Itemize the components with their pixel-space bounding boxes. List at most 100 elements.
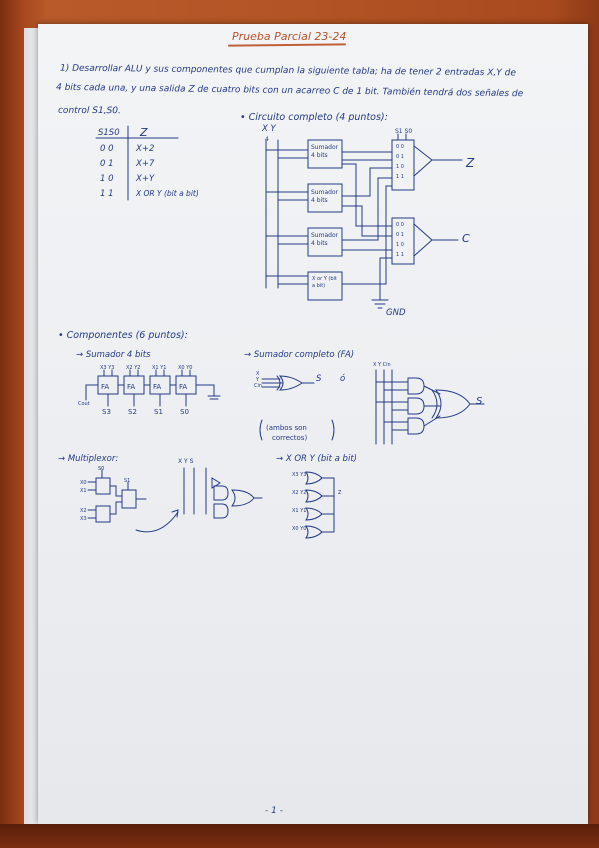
xor-input-label: X2 Y2 (292, 490, 307, 496)
adder-gnd (207, 395, 221, 400)
mux-right-labels: X Y S (178, 458, 194, 465)
table-header-out: Z (140, 126, 148, 139)
mux-z (391, 139, 415, 191)
xor-heading: → X OR Y (bit a bit) (276, 454, 357, 464)
mux-heading: → Multiplexor: (58, 454, 119, 464)
mux-c-tail (413, 223, 433, 257)
wire-adder-1 (265, 149, 309, 159)
fa-input-bus (375, 369, 393, 445)
mux-input-label: 0 0 (396, 144, 404, 150)
mux-input-label: X2 (80, 508, 87, 514)
wire-adder-2 (265, 191, 309, 201)
table-row-out: X+Y (136, 174, 155, 184)
adder-input-label: X3 Y3 (100, 365, 115, 371)
wire-to-mux-z (341, 151, 393, 161)
adder-input-label: X2 Y2 (126, 365, 141, 371)
mux-input-label: X1 (80, 488, 87, 494)
xor-input-label: X0 Y0 (292, 526, 307, 532)
table-row-out: X+2 (136, 144, 155, 154)
table-row-sel: 0 1 (100, 159, 114, 169)
wire-to-mux-c (341, 163, 393, 227)
fa-input-label: Y (256, 377, 260, 383)
components-heading: • Componentes (6 puntos): (58, 330, 188, 341)
fa-label: FA (101, 383, 110, 391)
mux-or (231, 489, 255, 507)
mux-sel-wires (101, 469, 129, 491)
xor-output-label: Z (338, 490, 342, 496)
mux-block (95, 505, 111, 523)
table-row-out: X+7 (136, 159, 155, 169)
carry-chain (117, 384, 215, 397)
table-row-sel: 1 0 (100, 174, 114, 184)
mux-block (121, 489, 137, 509)
or-block (307, 271, 343, 301)
note-bracket-right (331, 419, 335, 441)
mux-sel-label: S1 (124, 478, 131, 484)
or-output-bus (321, 477, 335, 533)
and-gate (407, 417, 425, 435)
fa-input-label: Cin (254, 383, 263, 389)
and-input-wires (375, 381, 409, 431)
fa-box-3 (149, 375, 171, 395)
note-bracket-left (259, 419, 263, 441)
table-row-sel: 1 1 (100, 189, 114, 199)
page-title: Prueba Parcial 23-24 (232, 30, 347, 43)
output-z-label: Z (466, 156, 475, 170)
adder-input-wires (103, 369, 191, 377)
circuit-sel-label: S1 S0 (395, 128, 413, 135)
bus-width-label: 4 (265, 136, 269, 143)
adder-block-3 (307, 227, 343, 257)
mux-input-label: 1 0 (396, 242, 404, 248)
mux-input-label: 1 0 (396, 164, 404, 170)
gnd-symbol (371, 299, 389, 309)
wire-gnd (379, 257, 393, 301)
table-row-out: X OR Y (bit a bit) (136, 189, 199, 198)
fa-box-2 (123, 375, 145, 395)
note-line-1: (ambos son (266, 424, 307, 432)
adder-block-label: Sumador 4 bits (311, 144, 339, 159)
mux-input-wires (87, 481, 97, 519)
mux-and (213, 485, 229, 501)
xor-input-label: X3 Y3 (292, 472, 307, 478)
adder-block-2 (307, 183, 343, 213)
xor-input-label: X1 Y1 (292, 508, 307, 514)
or-gate-bit (305, 525, 323, 539)
table-row-sel: 0 0 (100, 144, 114, 154)
circuit-input-labels: X Y (262, 124, 276, 134)
fa-right-inputs: X Y Cin (373, 362, 391, 368)
paper-sheet (38, 24, 588, 824)
adder-block-1 (307, 139, 343, 169)
wire-to-mux-z (341, 177, 393, 241)
adder-input-label: X0 Y0 (178, 365, 193, 371)
mux-input-label: 1 1 (396, 174, 404, 180)
mux-gate-bus (183, 467, 207, 515)
or-gate-bit (305, 507, 323, 521)
or-gate-bit (305, 489, 323, 503)
adder-output-label: S1 (154, 408, 163, 416)
circuit-heading: • Circuito completo (4 puntos): (240, 112, 388, 123)
full-adder-heading: → Sumador completo (FA) (244, 350, 355, 360)
wire-to-mux-z (341, 167, 393, 197)
fa-input-label: X (256, 371, 260, 377)
or-word: ó (340, 374, 346, 384)
and-gate (407, 397, 425, 415)
fa-label: FA (153, 383, 162, 391)
adder-output-wires (107, 393, 187, 407)
or-gate (435, 389, 471, 419)
gnd-label: GND (386, 308, 406, 318)
adder-block-label: Sumador 4 bits (311, 232, 339, 247)
wire-to-mux-z (341, 185, 393, 285)
mux-sel-label: S0 (98, 466, 105, 472)
mux-arrow (135, 511, 179, 533)
mux-input-label: X0 (80, 480, 87, 486)
adder-heading: → Sumador 4 bits (76, 350, 151, 360)
fa-output-s: S (316, 374, 322, 384)
mux-input-label: X3 (80, 516, 87, 522)
and-gate (407, 377, 425, 395)
desk-bottom-edge (0, 824, 599, 848)
adder-input-label: X1 Y1 (152, 365, 167, 371)
mux-block (95, 477, 111, 495)
note-line-2: correctos) (272, 434, 308, 442)
wire-to-mux-c (341, 205, 393, 237)
